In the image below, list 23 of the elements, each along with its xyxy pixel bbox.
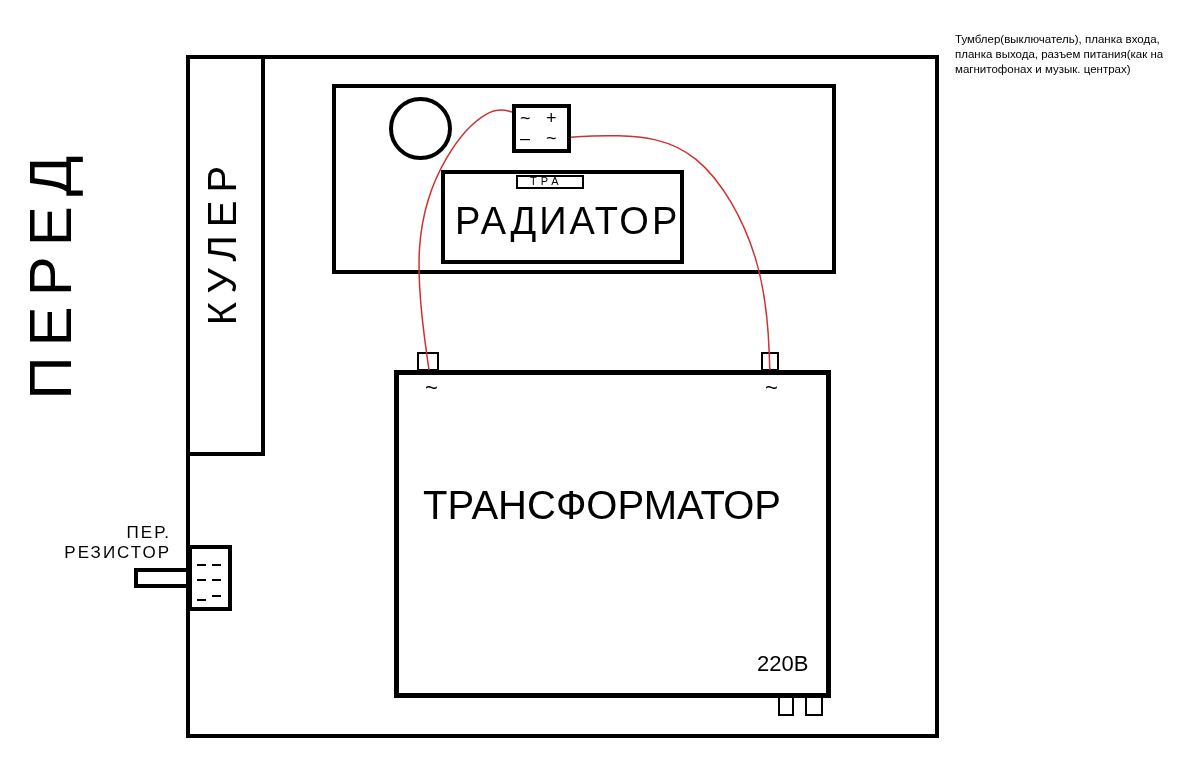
resistor-label: ПЕР. РЕЗИСТОР bbox=[63, 523, 171, 563]
transformer-box bbox=[394, 370, 831, 698]
radiator-box bbox=[441, 170, 684, 264]
board-box bbox=[332, 84, 836, 274]
cooler-label: КУЛЕР bbox=[199, 156, 245, 328]
case-box bbox=[186, 55, 939, 738]
note-text: Тумблер(выключатель), планка входа, планка выхода, разъем питания(как на магнитофонах и музык. центрах) bbox=[955, 32, 1165, 77]
terminal-symbol: ~ bbox=[765, 375, 778, 401]
terminal-symbol: ~ bbox=[520, 108, 531, 129]
terminal-symbol: ~ bbox=[425, 375, 438, 401]
wire bbox=[418, 109, 513, 371]
radiator-label: РАДИАТОР bbox=[455, 200, 681, 243]
transformer-label: ТРАНСФОРМАТОР bbox=[423, 483, 781, 528]
transistor-box bbox=[516, 175, 584, 189]
wire bbox=[570, 134, 771, 371]
voltage-label: 220В bbox=[757, 651, 809, 677]
terminal-symbol: ~ bbox=[546, 128, 557, 149]
connector-box bbox=[188, 545, 232, 611]
transistor-label: ТРА bbox=[530, 175, 563, 187]
circle-shape bbox=[389, 97, 452, 160]
diode-bridge-box bbox=[512, 104, 571, 153]
terminal-symbol: + bbox=[546, 108, 557, 129]
terminal-symbol: – bbox=[520, 128, 530, 149]
